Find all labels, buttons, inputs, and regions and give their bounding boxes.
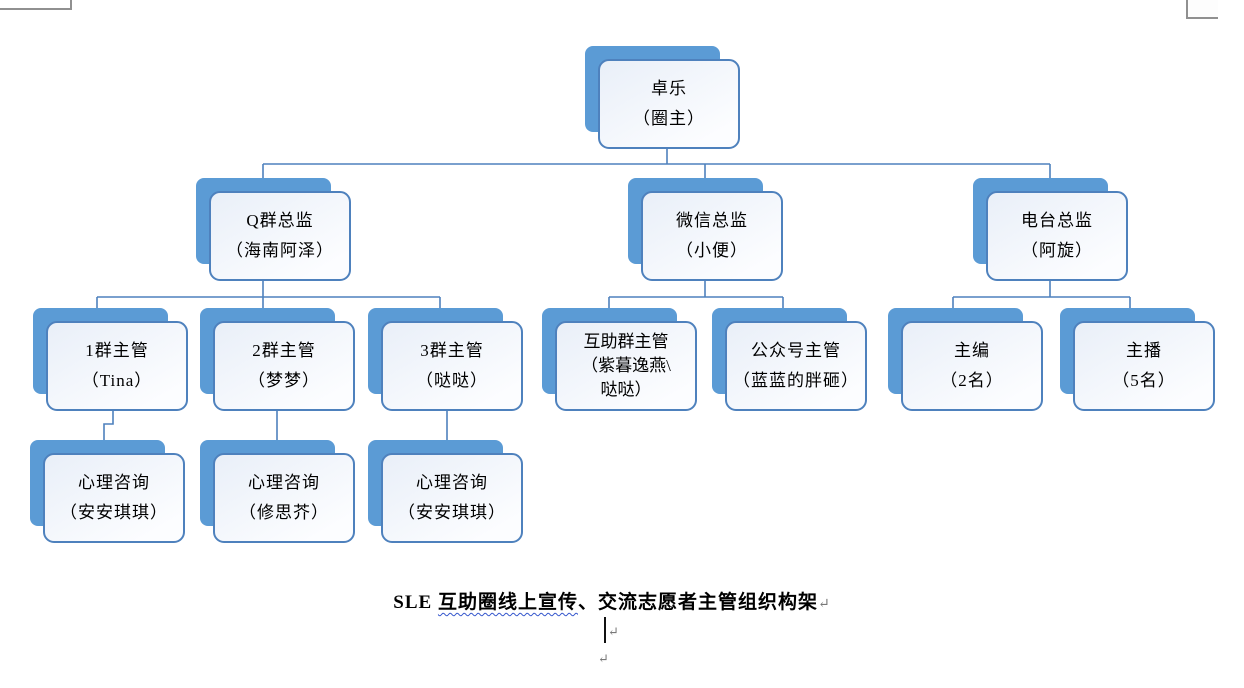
node-title: 互助群主管 xyxy=(583,332,669,351)
org-node-group2[interactable]: 2群主管 （梦梦） xyxy=(200,308,355,412)
text-cursor xyxy=(604,617,606,643)
node-face: 心理咨询 （安安琪琪） xyxy=(43,453,185,543)
node-face: 互助群主管 （紫暮逸燕\ 哒哒） xyxy=(555,321,697,411)
caption-prefix: SLE xyxy=(393,592,438,613)
node-face: 主编 （2名） xyxy=(901,321,1043,411)
node-subtitle: （梦梦） xyxy=(248,371,320,390)
node-title: 心理咨询 xyxy=(248,473,320,492)
node-face: 心理咨询 （安安琪琪） xyxy=(381,453,523,543)
clipped-top-right-fragment xyxy=(1186,0,1218,19)
node-face: 1群主管 （Tina） xyxy=(46,321,188,411)
node-title: Q群总监 xyxy=(246,211,314,230)
org-node-radio-director[interactable]: 电台总监 （阿旋） xyxy=(973,178,1128,282)
node-face: 心理咨询 （修思芥） xyxy=(213,453,355,543)
node-subtitle: （安安琪琪） xyxy=(60,503,168,522)
paragraph-mark-icon: ↵ xyxy=(817,597,831,612)
node-title: 主播 xyxy=(1126,341,1162,360)
node-title: 心理咨询 xyxy=(78,473,150,492)
paragraph-mark-icon: ↵ xyxy=(608,624,619,639)
node-subtitle: （2名） xyxy=(940,371,1004,390)
node-face: 卓乐 （圈主） xyxy=(598,59,740,149)
node-title: 微信总监 xyxy=(676,211,748,230)
node-title: 主编 xyxy=(954,341,990,360)
org-node-counsel2[interactable]: 心理咨询 （修思芥） xyxy=(200,440,355,544)
node-title: 电台总监 xyxy=(1021,211,1093,230)
org-node-leader[interactable]: 卓乐 （圈主） xyxy=(585,46,740,150)
node-subtitle: （Tina） xyxy=(81,371,153,390)
node-subtitle: （蓝蓝的胖砸） xyxy=(733,371,859,390)
org-node-editor[interactable]: 主编 （2名） xyxy=(888,308,1043,412)
node-face: 2群主管 （梦梦） xyxy=(213,321,355,411)
node-face: 主播 （5名） xyxy=(1073,321,1215,411)
paragraph-mark-icon: ↵ xyxy=(598,651,609,666)
org-node-broadcaster[interactable]: 主播 （5名） xyxy=(1060,308,1215,412)
node-title: 1群主管 xyxy=(85,341,149,360)
node-subtitle: （圈主） xyxy=(633,109,705,128)
node-face: 微信总监 （小便） xyxy=(641,191,783,281)
node-title: 2群主管 xyxy=(252,341,316,360)
node-subtitle: （紫暮逸燕\ xyxy=(581,356,671,375)
org-node-counsel1[interactable]: 心理咨询 （安安琪琪） xyxy=(30,440,185,544)
node-title: 3群主管 xyxy=(420,341,484,360)
caption-spellcheck-text: 互助圈线上宣传 xyxy=(437,592,578,613)
connector-group1-counsel1 xyxy=(103,411,114,441)
org-node-mutual-aid[interactable]: 互助群主管 （紫暮逸燕\ 哒哒） xyxy=(542,308,697,412)
org-node-group1[interactable]: 1群主管 （Tina） xyxy=(33,308,188,412)
node-face: 3群主管 （哒哒） xyxy=(381,321,523,411)
node-title: 心理咨询 xyxy=(416,473,488,492)
node-subtitle: （阿旋） xyxy=(1021,241,1093,260)
clipped-top-left-fragment xyxy=(0,0,72,10)
org-node-q-director[interactable]: Q群总监 （海南阿泽） xyxy=(196,178,351,282)
node-subtitle2: 哒哒） xyxy=(600,380,652,399)
node-subtitle: （小便） xyxy=(676,241,748,260)
node-subtitle: （哒哒） xyxy=(416,371,488,390)
org-node-official-account[interactable]: 公众号主管 （蓝蓝的胖砸） xyxy=(712,308,867,412)
caption-rest: 、交流志愿者主管组织构架 xyxy=(577,592,818,613)
node-face: Q群总监 （海南阿泽） xyxy=(209,191,351,281)
diagram-caption: SLE 互助圈线上宣传、交流志愿者主管组织构架↵ xyxy=(0,587,1224,614)
node-subtitle: （5名） xyxy=(1112,371,1176,390)
node-subtitle: （海南阿泽） xyxy=(226,241,334,260)
node-subtitle: （修思芥） xyxy=(239,503,329,522)
org-node-wechat-director[interactable]: 微信总监 （小便） xyxy=(628,178,783,282)
org-node-counsel3[interactable]: 心理咨询 （安安琪琪） xyxy=(368,440,523,544)
node-face: 电台总监 （阿旋） xyxy=(986,191,1128,281)
node-title: 卓乐 xyxy=(651,79,687,98)
node-face: 公众号主管 （蓝蓝的胖砸） xyxy=(725,321,867,411)
node-subtitle: （安安琪琪） xyxy=(398,503,506,522)
org-node-group3[interactable]: 3群主管 （哒哒） xyxy=(368,308,523,412)
node-title: 公众号主管 xyxy=(751,341,841,360)
